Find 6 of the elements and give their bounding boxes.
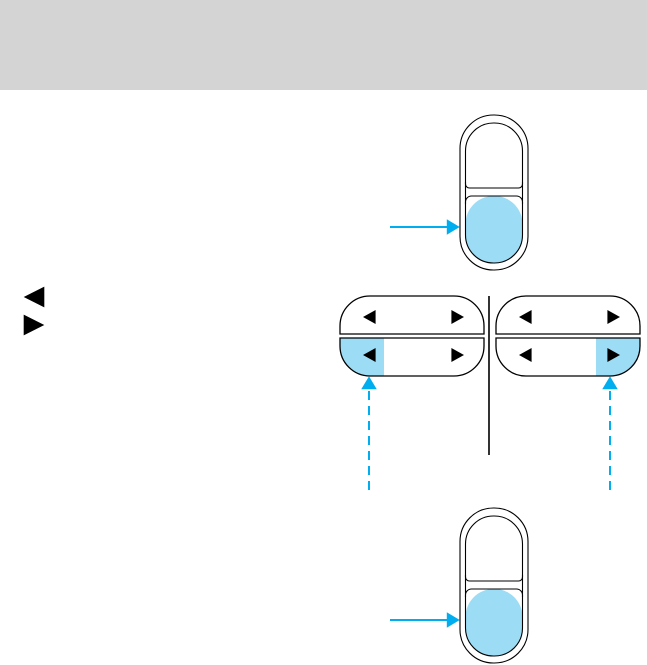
rocker-switch-drawing (339, 295, 485, 377)
rocker-switch-drawing (459, 507, 529, 664)
arrow-symbol: ◀ (24, 286, 44, 308)
rocker-switch-drawing (459, 114, 529, 271)
rocker-switch-drawing (495, 295, 641, 377)
arrow-symbol: ▶ (24, 314, 44, 336)
